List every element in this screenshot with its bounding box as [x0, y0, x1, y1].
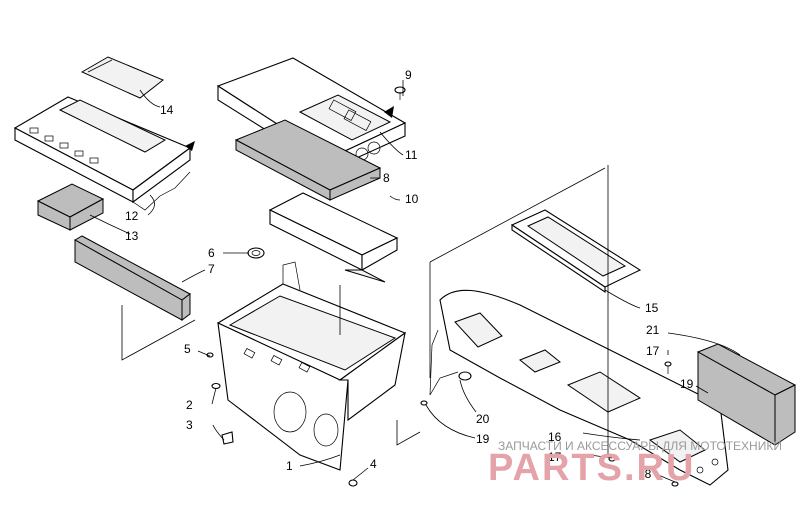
callout-13: 13: [125, 229, 139, 243]
callout-18: 19: [476, 432, 490, 446]
callout-20: 20: [476, 412, 490, 426]
callout-9: 9: [405, 68, 412, 82]
watermark-caption: ЗАПЧАСТИ И АКСЕССУАРЫ ДЛЯ МОТОТЕХНИКИ: [498, 439, 782, 453]
part-14-screen: [80, 56, 164, 99]
callout-21: 21: [646, 323, 660, 337]
callout-7: 7: [208, 262, 215, 276]
callout-3: 3: [186, 418, 193, 432]
callout-6: 6: [208, 246, 215, 260]
part-12-panel: [13, 96, 192, 211]
callout-12: 12: [125, 209, 139, 223]
part-13-foam: [36, 183, 105, 231]
callout-16: 16: [548, 430, 562, 444]
part-6-grommet: [247, 247, 265, 259]
part-21-foam-block: [696, 343, 797, 446]
part-1-airbox: [216, 261, 407, 471]
part-10-filter-housing: [268, 192, 399, 283]
assembly-lines: [121, 165, 609, 455]
callout-17-upper: 17: [646, 344, 660, 358]
part-17-screw-upper: [664, 361, 672, 374]
watermark-logo: PARTS.RU: [488, 447, 695, 489]
arrow-12: [185, 141, 195, 151]
part-20-cable: [429, 329, 459, 396]
callout-1: 1: [286, 459, 293, 473]
callout-17-lower: 17: [548, 450, 562, 464]
arrow-11: [384, 106, 394, 118]
callout-10: 10: [405, 192, 419, 206]
callout-8: 8: [383, 171, 390, 185]
part-15-gasket: [510, 209, 642, 294]
part-8-foam-pad: [234, 119, 382, 201]
part-2-screw: [211, 382, 221, 390]
part-4-nut: [348, 479, 358, 487]
part-16-console: [439, 289, 729, 486]
callout-15: 15: [645, 301, 659, 315]
callout-2: 2: [186, 398, 193, 412]
part-20-grommet: [458, 371, 472, 381]
callout-19-lower: 18: [638, 467, 652, 481]
part-3-clip: [221, 431, 234, 445]
callout-14: 14: [160, 103, 174, 117]
part-7-foam-strip: [73, 235, 191, 321]
callout-19-upper: 19: [680, 377, 694, 391]
callout-11: 11: [405, 148, 418, 162]
callout-5: 5: [184, 342, 191, 356]
part-18-screw: [420, 400, 428, 406]
part-9-screw: [394, 86, 406, 100]
leader-lines: [89, 80, 741, 483]
callout-4: 4: [370, 457, 377, 471]
